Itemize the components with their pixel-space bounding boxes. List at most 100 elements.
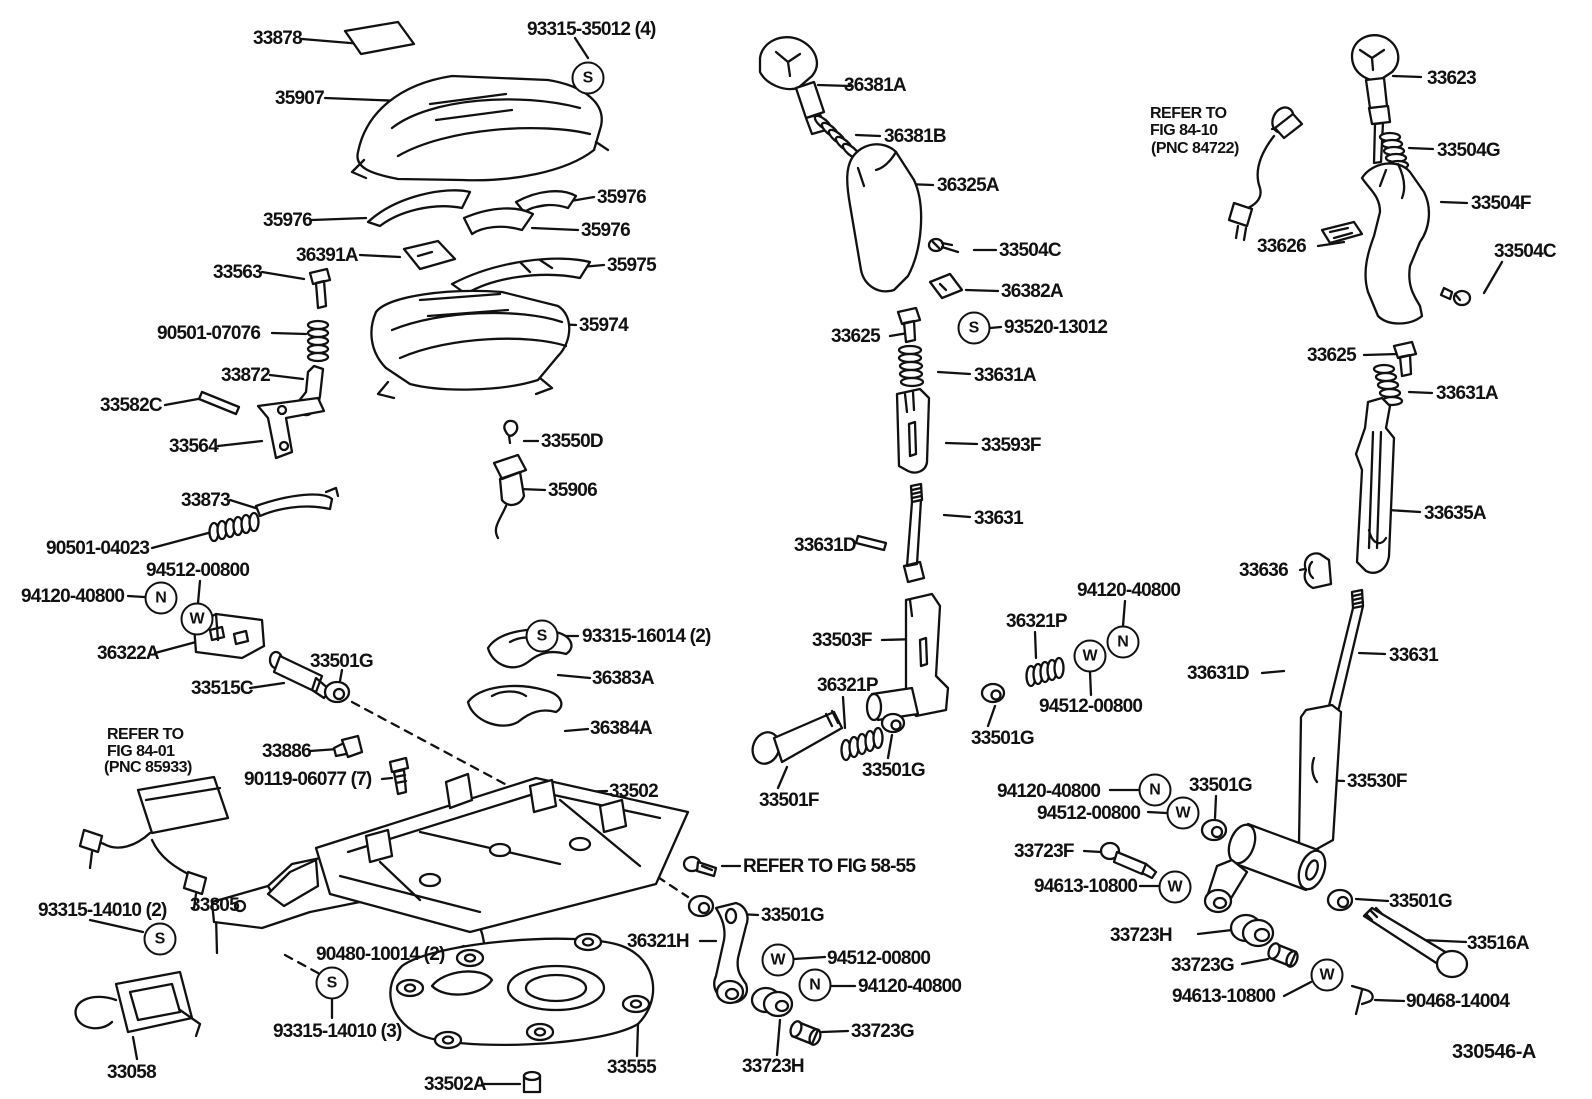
- fastener-symbol-w-circle: W: [761, 943, 795, 977]
- part-label: 33878: [253, 28, 303, 49]
- part-90501-04023-spring: [208, 511, 260, 543]
- part-label: 33530F: [1347, 771, 1407, 792]
- part-label: 36321P: [817, 675, 879, 696]
- part-33503f-lever: [865, 592, 950, 722]
- part-label: 36321H: [627, 931, 690, 952]
- part-label: (PNC 85933): [104, 759, 192, 776]
- part-label: 33723F: [1014, 841, 1074, 862]
- part-33515c-link: [268, 650, 332, 700]
- part-label: 35976: [597, 187, 647, 208]
- part-label: 36321P: [1006, 611, 1068, 632]
- fastener-symbol-w-circle: W: [1166, 796, 1200, 830]
- part-36325a-handle: [846, 143, 923, 293]
- part-label: 33501G: [1389, 891, 1453, 912]
- part-33501g-grommet-1: [323, 680, 351, 704]
- part-label: 33723G: [1171, 955, 1235, 976]
- part-label: REFER TO FIG 58-55: [743, 856, 916, 877]
- part-label: 35906: [548, 480, 598, 501]
- part-label: 33550D: [541, 431, 604, 452]
- part-label: 94613-10800: [1172, 986, 1276, 1007]
- part-label: 33886: [262, 741, 312, 762]
- part-label: 33501G: [761, 905, 825, 926]
- part-33626-key: [1320, 220, 1364, 245]
- part-33631-rod-center: [902, 482, 926, 584]
- part-36321h-link: [713, 901, 749, 1005]
- part-36321p-spring-right: [1025, 656, 1065, 688]
- fastener-symbol-s-circle: S: [315, 966, 349, 1000]
- part-label: 33501G: [862, 760, 926, 781]
- part-33886-screw: [332, 734, 364, 759]
- part-label: 94512-00800: [1039, 696, 1143, 717]
- part-label: 33636: [1239, 560, 1289, 581]
- fastener-symbol-w-circle: W: [180, 602, 214, 636]
- part-33504g-spring: [1378, 131, 1410, 171]
- part-33563-bolt: [308, 267, 332, 310]
- part-label: 33504C: [1494, 241, 1557, 262]
- part-label: 35976: [263, 210, 313, 231]
- part-label: 94120-40800: [1077, 580, 1181, 601]
- part-label: 94512-00800: [1037, 803, 1141, 824]
- part-33501f-bolt: [751, 709, 844, 765]
- part-33502a-grommet: [522, 1070, 542, 1094]
- part-33636-clip: [1303, 552, 1333, 590]
- part-label: 33515C: [191, 678, 254, 699]
- part-label: 33623: [1427, 68, 1477, 89]
- part-label: 33631A: [1436, 383, 1499, 404]
- part-label: 90501-07076: [157, 323, 261, 344]
- part-label: 33582C: [100, 395, 163, 416]
- part-label: 33501G: [310, 651, 374, 672]
- fastener-symbol-w-circle: W: [1310, 958, 1344, 992]
- part-label: 35976: [581, 220, 631, 241]
- part-label: 36325A: [937, 175, 1000, 196]
- part-33723h-bushing-right: [1229, 913, 1275, 948]
- figure-id: 330546-A: [1452, 1041, 1536, 1063]
- part-33504c-screw-right: [1439, 286, 1472, 307]
- part-label: 33502: [609, 781, 659, 802]
- part-label: 33564: [169, 436, 219, 457]
- part-label: 90480-10014 (2): [316, 944, 445, 965]
- part-label: 33555: [607, 1057, 657, 1078]
- part-label: 36381A: [844, 75, 907, 96]
- part-33623-knob: [1350, 34, 1400, 165]
- part-label: 33504C: [999, 240, 1062, 261]
- part-label: 36383A: [592, 668, 655, 689]
- part-33631d-pin-center: [854, 534, 888, 552]
- part-label: 33516A: [1467, 933, 1530, 954]
- part-33723g-collar-center: [789, 1020, 822, 1046]
- part-33873-rod: [254, 486, 340, 518]
- fastener-symbol-n-circle: N: [798, 968, 832, 1002]
- part-label: 35974: [579, 315, 629, 336]
- part-label: 33723H: [1110, 925, 1173, 946]
- part-fig58-55-screw: [682, 855, 718, 878]
- part-label: 33625: [831, 326, 881, 347]
- fastener-symbol-s-circle: S: [571, 61, 605, 95]
- part-label: 94120-40800: [21, 586, 125, 607]
- part-33564-crank: [256, 396, 326, 460]
- part-label: 36322A: [97, 643, 160, 664]
- part-label: 93315-14010 (3): [273, 1021, 402, 1042]
- part-35974-lower-cover: [370, 289, 571, 400]
- part-35976-c: [462, 207, 535, 236]
- part-label: 33631D: [1187, 663, 1250, 684]
- part-33593f-plate: [895, 387, 931, 474]
- part-label: 33626: [1257, 236, 1307, 257]
- fastener-symbol-n-circle: N: [144, 581, 178, 615]
- fastener-symbol-n-circle: N: [1138, 773, 1172, 807]
- part-label: 94512-00800: [146, 560, 250, 581]
- part-33878: [343, 20, 416, 56]
- part-90501-07076-spring: [306, 319, 330, 363]
- part-33723f-screw: [1099, 841, 1158, 880]
- part-35976-a: [366, 189, 472, 228]
- part-35975: [450, 257, 592, 296]
- part-label: 33501G: [1189, 775, 1253, 796]
- part-label: 33873: [181, 490, 231, 511]
- part-label: 33723G: [851, 1021, 915, 1042]
- fastener-symbol-w-circle: W: [1158, 870, 1192, 904]
- part-33501g-grommet-5: [1200, 818, 1228, 842]
- part-36384a-cam: [466, 684, 563, 727]
- fastener-symbol-s-circle: S: [143, 922, 177, 956]
- part-33502-base-plate: [266, 772, 690, 934]
- part-label: 33635A: [1424, 503, 1487, 524]
